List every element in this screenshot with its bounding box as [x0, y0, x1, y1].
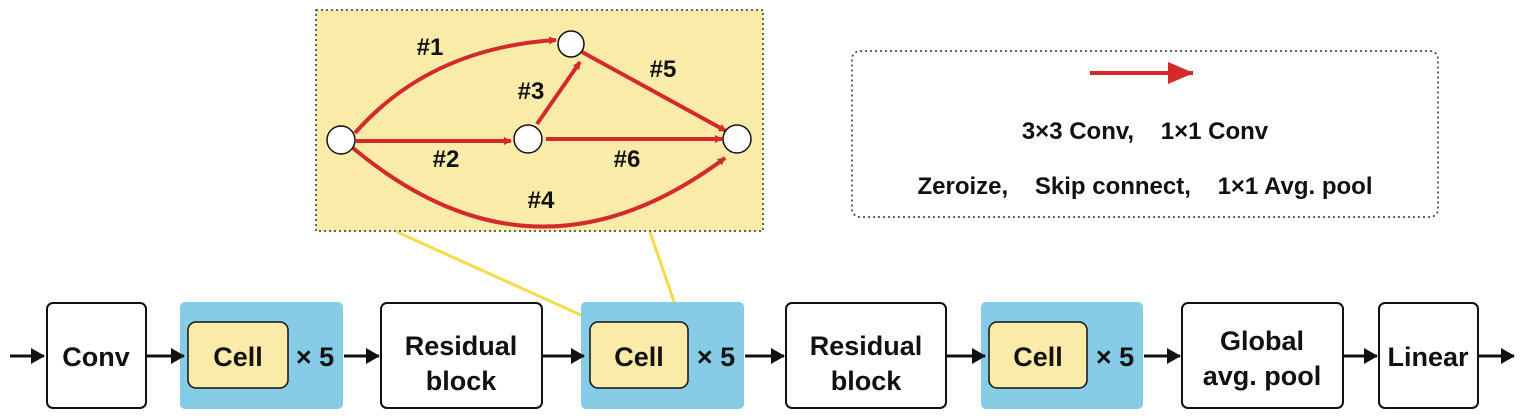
edge-label-5: #5: [650, 56, 677, 83]
residual-block-2: [785, 302, 947, 409]
cell-label-2: Cell: [614, 342, 664, 372]
cell-label-1: Cell: [213, 342, 263, 372]
edge-label-2: #2: [433, 146, 460, 173]
linear-block: [1378, 302, 1479, 409]
edge-label-4: #4: [528, 187, 555, 214]
cell-block-2: [589, 321, 689, 389]
cell-detail-panel: #1 #2 #3 #4 #5 #6: [315, 9, 764, 232]
legend-operations-line-2: Zeroize, Skip connect, 1×1 Avg. pool: [918, 173, 1373, 200]
edge-label-1: #1: [417, 34, 444, 61]
conv-block: [46, 302, 147, 409]
zoom-line-left: [396, 230, 593, 322]
global-label-a: Global: [1220, 326, 1304, 356]
residual-label-2a: Residual: [810, 331, 923, 361]
operations-legend: 3×3 Conv, 1×1 Conv Zeroize, Skip connect…: [851, 50, 1439, 218]
repeat-label-3: × 5: [1096, 342, 1134, 372]
repeat-label-1: × 5: [296, 342, 334, 372]
legend-operations-line-1: 3×3 Conv, 1×1 Conv: [1022, 118, 1269, 145]
residual-label-2b: block: [831, 366, 903, 396]
node-top: [557, 30, 585, 58]
global-avg-pool-block: [1181, 302, 1344, 409]
conv-label: Conv: [62, 342, 130, 372]
linear-label: Linear: [1387, 342, 1469, 372]
residual-label-1b: block: [426, 366, 498, 396]
node-output: [722, 124, 752, 154]
node-middle: [513, 124, 543, 154]
residual-block-1: [380, 302, 543, 409]
edge-5: [581, 50, 727, 133]
edge-4: [351, 146, 727, 229]
cell-label-3: Cell: [1013, 342, 1063, 372]
node-input: [326, 125, 356, 155]
residual-label-1a: Residual: [405, 331, 518, 361]
repeat-label-2: × 5: [697, 342, 735, 372]
edge-label-3: #3: [518, 78, 545, 105]
edge-1: [353, 36, 557, 135]
cell-block-3: [988, 321, 1088, 389]
edge-3: [535, 60, 582, 126]
edge-label-6: #6: [614, 146, 641, 173]
network-pipeline: Conv Cell × 5 Residual block Cell × 5 Re…: [10, 302, 1515, 409]
cell-block-1: [187, 321, 289, 389]
global-label-b: avg. pool: [1203, 361, 1322, 391]
